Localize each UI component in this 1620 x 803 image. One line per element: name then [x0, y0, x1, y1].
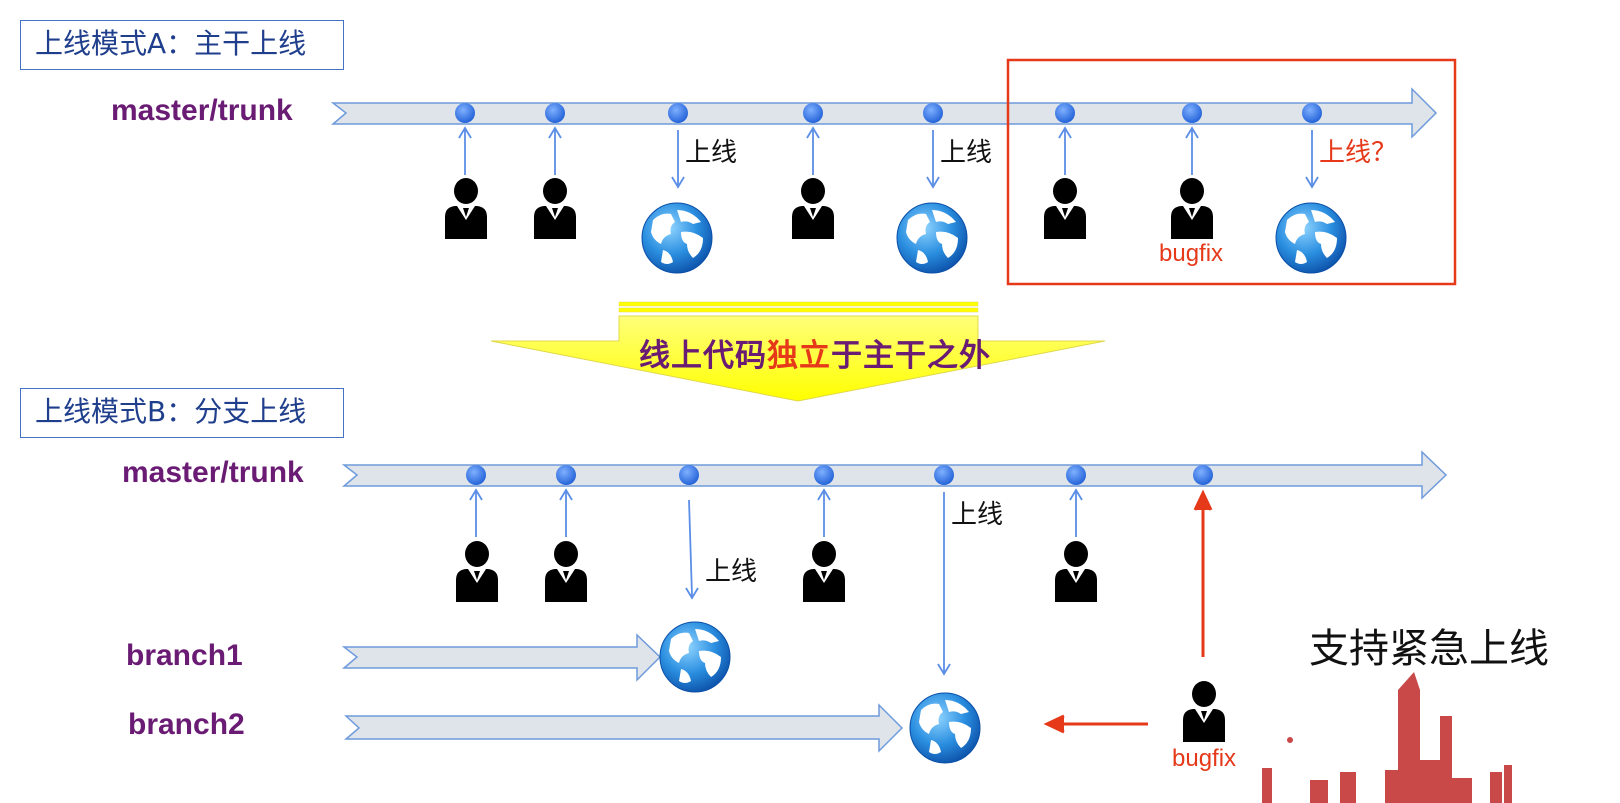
globe-icon	[1275, 202, 1347, 274]
person-icon	[456, 541, 498, 602]
banner-text: 线上代码独立于主干之外	[639, 330, 991, 375]
commit-dots-a	[455, 103, 1322, 123]
person-icon	[1171, 178, 1213, 239]
mode-b-title: 上线模式B：分支上线	[20, 388, 344, 438]
person-icon	[1044, 178, 1086, 239]
person-icon	[445, 178, 487, 239]
mode-a-trunk-label: master/trunk	[111, 94, 293, 127]
commit-arrows-a	[458, 126, 1199, 175]
mode-a-release-label-2: 上线	[940, 138, 993, 168]
globe-icons-a	[641, 202, 1347, 274]
banner-text-part3: 于主干之外	[831, 338, 991, 374]
person-icon	[534, 178, 576, 239]
globe-icon	[896, 202, 968, 274]
branch2-label: branch2	[128, 708, 245, 741]
globe-icons-b	[659, 621, 981, 764]
person-icon	[1055, 541, 1097, 602]
mode-a-bugfix-label: bugfix	[1159, 240, 1224, 267]
trunk-arrow-b	[341, 450, 1448, 500]
mode-b-bugfix-label: bugfix	[1172, 745, 1237, 772]
developer-icons-b	[456, 541, 1225, 742]
release-arrows-a	[671, 130, 1319, 189]
branch1-arrow	[341, 633, 662, 682]
skyline-decoration	[1262, 672, 1512, 803]
person-icon	[803, 541, 845, 602]
person-icon	[792, 178, 834, 239]
person-icon	[1183, 681, 1225, 742]
mode-a-title: 上线模式A：主干上线	[20, 20, 344, 70]
mode-b-release-label-2: 上线	[951, 500, 1004, 530]
support-emergency-label: 支持紧急上线	[1309, 626, 1549, 672]
mode-a-release-question: 上线？	[1319, 138, 1398, 168]
branch2-arrow	[343, 703, 904, 753]
globe-icon	[909, 692, 981, 764]
banner-text-part2: 独立	[767, 338, 831, 374]
mode-b-trunk-label: master/trunk	[122, 456, 304, 489]
highlight-box	[1006, 58, 1457, 286]
globe-icon	[641, 202, 713, 274]
person-icon	[545, 541, 587, 602]
banner-text-part1: 线上代码	[639, 338, 767, 374]
hotfix-arrows	[1043, 489, 1213, 734]
mode-a-release-label-1: 上线	[685, 138, 738, 168]
commit-dots-b	[466, 465, 1213, 485]
mode-b-release-label-1: 上线	[705, 557, 758, 587]
trunk-arrow-a	[330, 87, 1438, 139]
release-arrows-b	[685, 492, 951, 676]
branch1-label: branch1	[126, 639, 243, 672]
transition-banner	[490, 301, 1106, 402]
globe-icon	[659, 621, 731, 693]
commit-arrows-b	[469, 488, 1083, 537]
developer-icons-a	[445, 178, 1213, 239]
